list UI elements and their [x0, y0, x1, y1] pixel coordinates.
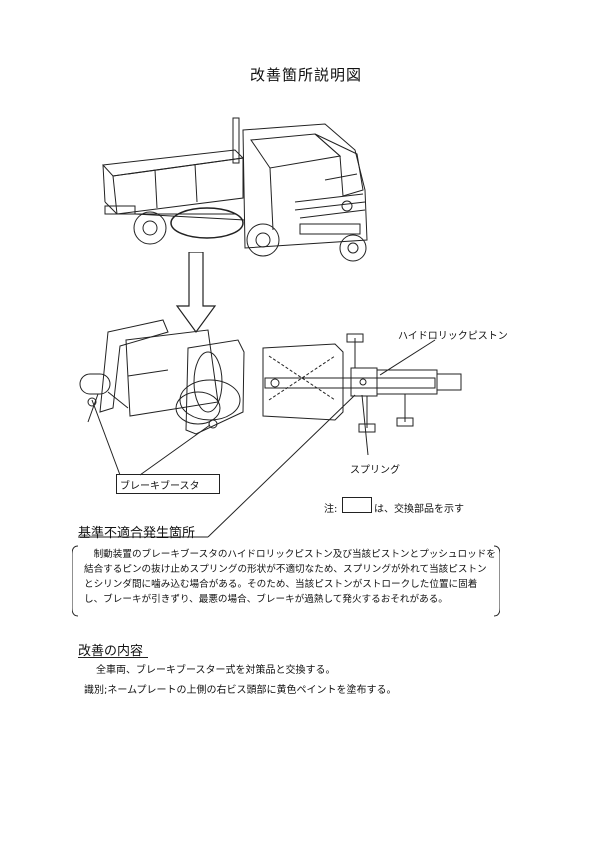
fix-line-1: 全車両、ブレーキブースター式を対策品と交換する。 [96, 665, 336, 676]
spring-label: スプリング [350, 465, 400, 476]
note-prefix: 注: [324, 504, 338, 515]
note-swatch [342, 497, 372, 513]
hydraulic-piston-label: ハイドロリックピストン [398, 331, 508, 342]
down-arrow-icon [175, 252, 217, 334]
brake-booster-label: ブレーキブースタ [120, 481, 200, 492]
fix-section-heading: 改善の内容 [78, 644, 144, 659]
truck-illustration [101, 117, 368, 262]
defect-text-frame [72, 545, 500, 617]
defect-description: 制動装置のブレーキブースタのハイドロリックピストン及び当該ピストンとプッシュロッ… [84, 549, 496, 605]
brake-booster-label-box [116, 474, 220, 494]
defect-section-heading: 基準不適合発生箇所 [78, 526, 196, 541]
fix-heading-underline [78, 657, 148, 658]
brake-booster-cross-section [262, 333, 462, 433]
brake-booster-illustration [79, 319, 245, 435]
note-text: は、交換部品を示す [374, 504, 464, 515]
page-title: 改善箇所説明図 [249, 66, 362, 84]
fix-line-2: 識別;ネームプレートの上側の右ビス頭部に黄色ペイントを塗布する。 [84, 685, 397, 696]
